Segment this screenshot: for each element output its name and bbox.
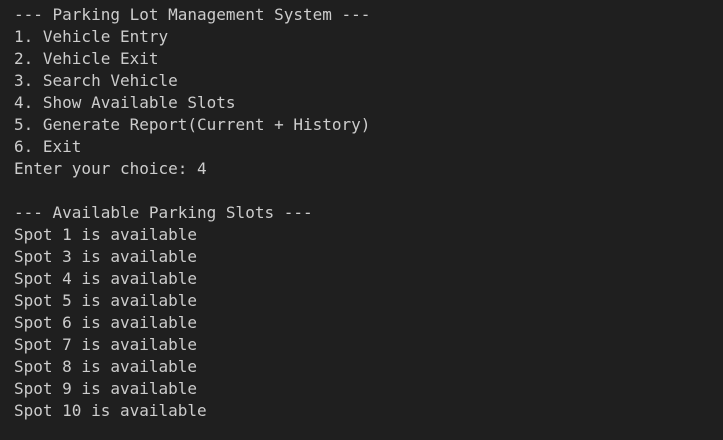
slot-line: Spot 7 is available xyxy=(14,335,198,354)
menu-option-exit: 6. Exit xyxy=(14,137,82,156)
menu-option-generate-report: 5. Generate Report(Current + History) xyxy=(14,115,371,134)
slot-line: Spot 5 is available xyxy=(14,291,198,310)
slot-line: Spot 4 is available xyxy=(14,269,198,288)
slot-line: Spot 6 is available xyxy=(14,313,198,332)
menu-option-vehicle-exit: 2. Vehicle Exit xyxy=(14,49,159,68)
menu-option-show-available-slots: 4. Show Available Slots xyxy=(14,93,236,112)
slot-line: Spot 10 is available xyxy=(14,401,207,420)
slot-line: Spot 9 is available xyxy=(14,379,198,398)
slot-line: Spot 3 is available xyxy=(14,247,198,266)
slots-header: --- Available Parking Slots --- xyxy=(14,203,313,222)
choice-prompt: Enter your choice: 4 xyxy=(14,159,207,178)
menu-header: --- Parking Lot Management System --- xyxy=(14,5,371,24)
slot-line: Spot 1 is available xyxy=(14,225,198,244)
menu-option-search-vehicle: 3. Search Vehicle xyxy=(14,71,178,90)
menu-option-vehicle-entry: 1. Vehicle Entry xyxy=(14,27,169,46)
blank-line xyxy=(14,180,723,202)
slot-line: Spot 8 is available xyxy=(14,357,198,376)
